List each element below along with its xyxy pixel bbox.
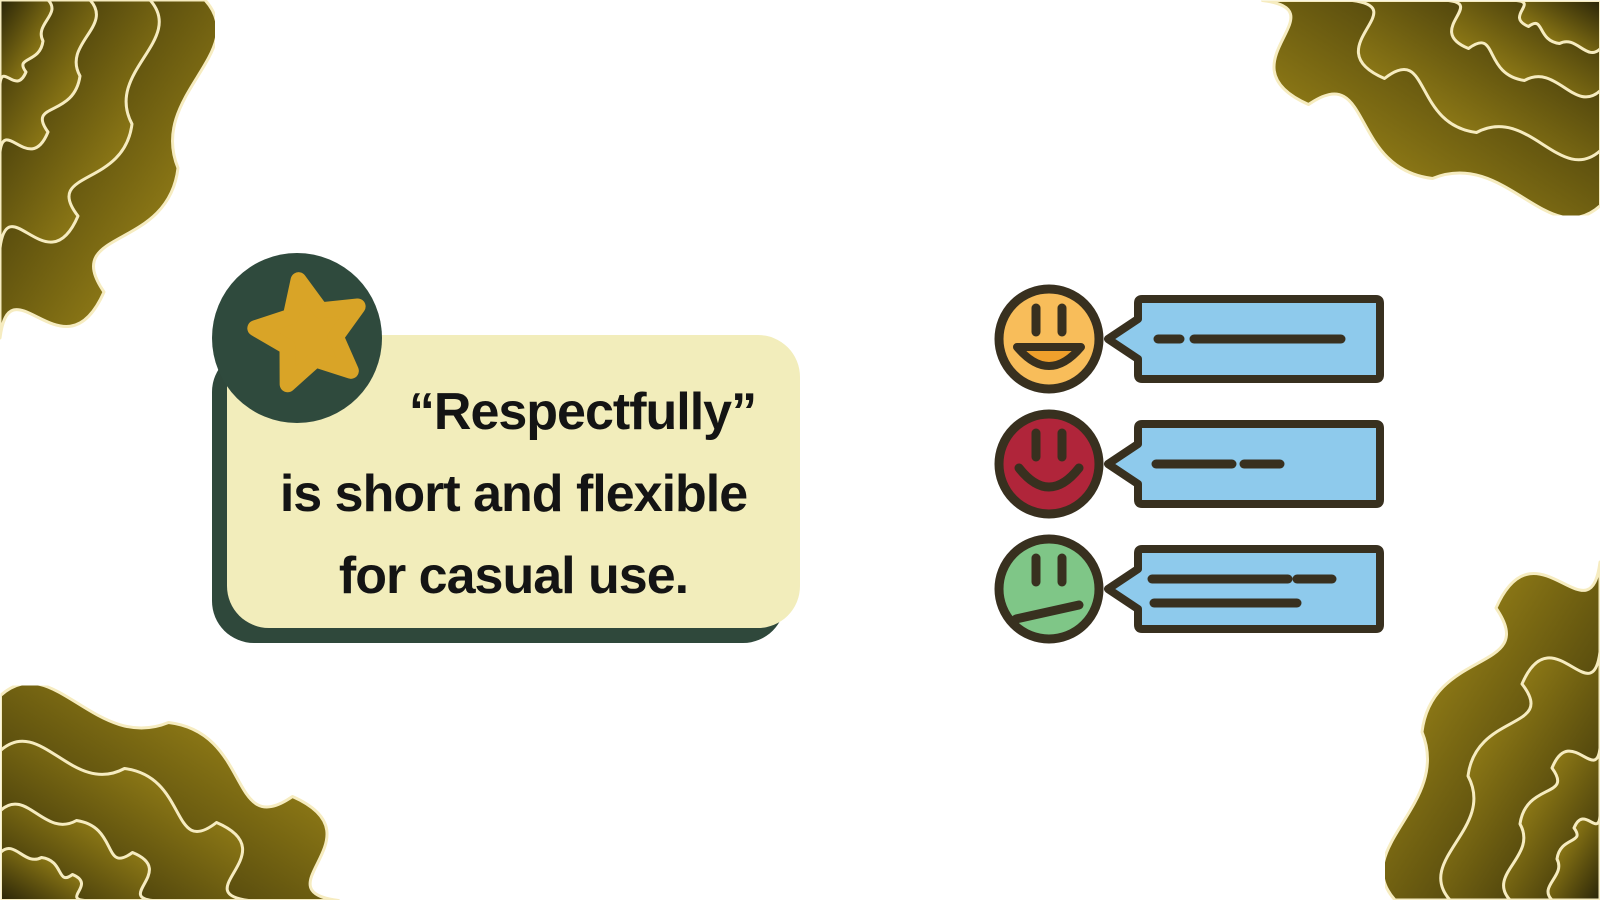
bubble-text-lines bbox=[1147, 574, 1337, 608]
corner-ornament-bottom-right bbox=[1385, 560, 1600, 900]
smiling-face-icon bbox=[994, 409, 1104, 519]
neutral-face-icon bbox=[994, 534, 1104, 644]
star-icon bbox=[247, 272, 366, 393]
flat-mouth bbox=[1011, 600, 1084, 624]
smile-mouth bbox=[1014, 463, 1084, 492]
happy-face-icon bbox=[994, 284, 1104, 394]
speech-bubble-3 bbox=[1104, 545, 1384, 633]
corner-ornament-top-left bbox=[0, 0, 215, 340]
corner-ornament-bottom-left bbox=[0, 685, 340, 900]
star-badge bbox=[212, 253, 382, 423]
corner-ornament-top-right bbox=[1260, 0, 1600, 215]
quote-line-3: for casual use. bbox=[338, 547, 689, 605]
open-smile-mouth bbox=[1013, 343, 1085, 370]
quote-text: “Respectfully” is short and flexible for… bbox=[227, 335, 800, 628]
speech-bubble-2 bbox=[1104, 420, 1384, 508]
quote-line-2: is short and flexible bbox=[279, 465, 748, 523]
quote-line-1: “Respectfully” bbox=[408, 383, 757, 441]
speech-bubble-1 bbox=[1104, 295, 1384, 383]
